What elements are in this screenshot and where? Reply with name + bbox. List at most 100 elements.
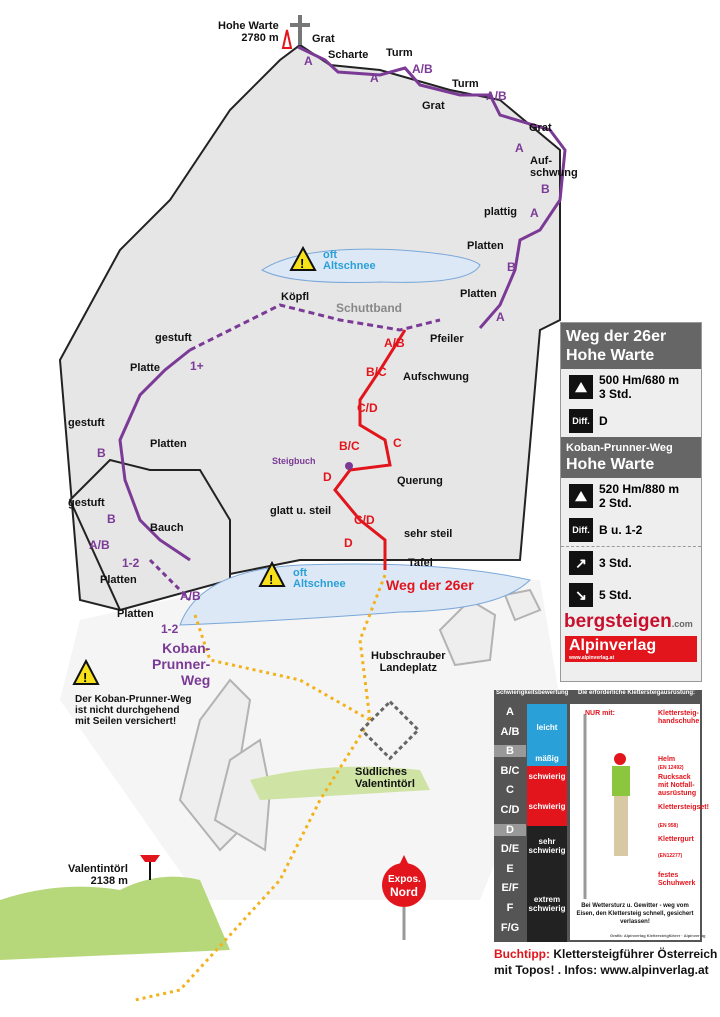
grade-label: A [515,141,524,155]
approach-row: ↗3 Std. [561,547,701,579]
green-meadow [250,766,430,800]
grade-d-e: D/E [500,843,520,856]
grade-label-koban: B [107,512,116,526]
label-platten: Platten [150,438,187,450]
label-pfeiler: Pfeiler [430,333,464,345]
panel-title: Koban-Prunner-Weg [566,442,673,454]
label-gestuft: gestuft [155,332,192,344]
grade-label-koban: 1-2 [161,622,179,636]
grade-label-koban: B [97,446,106,460]
grade-label-koban: A/B [180,589,201,603]
koban-route-name: Koban-Prunner-Weg [152,640,210,688]
label-platten: Platten [460,288,497,300]
koban-l3: Weg [181,672,211,688]
green-hills [0,876,230,960]
label-grat: Grat [529,122,552,134]
grade-label: A [370,71,379,85]
grade-f: F [506,902,514,914]
ridge-route-koban [297,45,567,329]
snow-l2: Altschnee [323,260,376,272]
grade-label: A/B [412,62,433,76]
scale-header-left: Schwierigkeitsbewertung [496,690,569,696]
compass-l2: Nord [390,885,418,899]
equip-set-norm: (EN 958) [658,823,679,829]
summit-tower-icon [281,29,293,49]
lower-rock [68,458,231,612]
grade-label: A [304,54,313,68]
logo-text: bergsteigen [564,611,672,632]
steigbuch-marker [345,462,353,470]
band-schwierig: schwierig [527,766,567,786]
valentintoerl-sign-icon [140,855,160,880]
label-turm: Turm [452,78,479,90]
grade-label: A/B [486,89,507,103]
label-steigbuch: Steigbuch [272,456,316,466]
band-extrem-schwierig: extrem schwierig [527,866,567,942]
logo-tld: .com [671,619,693,629]
scree-field [60,570,560,900]
band-leicht: leicht [527,704,567,750]
duration: 3 Std. [599,387,632,401]
label-sehr-steil: sehr steil [404,528,453,540]
ascent-hiker-icon: ↗ [569,551,593,575]
label-gestuft: gestuft [68,497,105,509]
koban-bottom [148,558,192,602]
climber-icon: ⛰ [569,484,593,508]
summit-altitude: 2780 m [241,32,279,44]
band-schwierig: schwierig [527,786,567,826]
label-plattig: plattig [484,206,517,218]
warning-icon-upper: ! [289,245,317,271]
weather-warning: Bei Wettersturz u. Gewitter - weg vom Ei… [576,903,694,925]
grade-f-g: F/G [500,921,520,934]
grade-label: A [496,310,505,324]
warning-l3: mit Seilen versichert! [75,716,177,727]
descent-row: ↘5 Std. [561,579,701,611]
label-koepfl: Köpfl [281,291,310,303]
label-grat: Grat [312,33,335,45]
svg-text:!: ! [300,256,304,271]
climber-illustration [583,714,630,899]
summit-name: Hohe Warte [218,20,279,32]
suedl-l2: Valentintörl [355,778,415,790]
heli-l1: Hubschrauber [371,650,446,662]
grade-e-f: E/F [501,882,519,895]
equip-boots: festes Schuhwerk [658,872,696,887]
grade-label-koban: 1+ [190,359,204,373]
difficulty: B u. 1-2 [599,523,643,537]
label-platten: Platten [100,574,137,586]
descent-time: 5 Std. [599,588,632,602]
equip-helmet-norm: (EN 12492) [658,765,684,771]
koban-l1: Koban- [162,640,211,656]
equip-gloves: Klettersteig-handschuhe [658,710,700,725]
equip-backpack: Rucksack mit Notfall-ausrüstung [658,774,697,797]
grade-d: D [494,823,526,836]
label-querung: Querung [397,475,443,487]
booktip-info: mit Topos! . Infos: www.alpinverlag.at [494,963,709,977]
valentin-altitude: 2138 m [90,875,128,887]
valentin-name: Valentintörl [68,863,128,875]
snow-l2: Altschnee [293,578,346,590]
grade-label-26er: D [323,470,332,484]
diff-row: Diff.D [561,405,701,437]
difficulty: D [599,414,608,428]
grade-label-26er: B/C [339,439,360,453]
helipad [359,699,421,761]
warning-icon-koban: ! [72,658,100,685]
diff-row: Diff.B u. 1-2 [561,514,701,547]
route-26er [333,329,407,570]
label-glatt-steil: glatt u. steil [270,505,332,517]
distance: 500 Hm/680 m [599,373,680,387]
panel-subtitle: Hohe Warte [566,347,655,364]
climber-icon: ⛰ [569,375,593,399]
snow-l1: oft [323,249,338,261]
approach-trail-koban [193,614,371,722]
